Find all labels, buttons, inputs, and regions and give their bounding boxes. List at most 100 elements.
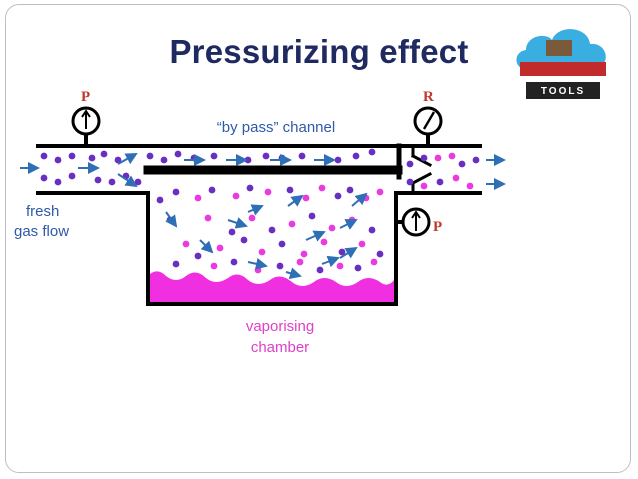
molecule-dot-icon [334,156,342,164]
molecule-dot-icon [436,178,444,186]
molecule-dot-icon [346,186,354,194]
channel-walls [36,143,482,306]
molecule-dot-icon [208,186,216,194]
molecule-dot-icon [286,186,294,194]
molecule-dot-icon [210,262,218,270]
molecule-dot-icon [420,154,428,162]
molecule-dot-icon [368,148,376,156]
pressure-gauge-icon-right-top [413,106,443,146]
molecule-dot-icon [88,154,96,162]
molecule-dot-icon [216,244,224,252]
flow-arrows [20,153,506,280]
molecule-dot-icon [458,160,466,168]
molecule-dot-icon [370,258,378,266]
molecule-dot-icon [354,264,362,272]
molecule-dot-icon [302,194,310,202]
molecule-dot-icon [248,214,256,222]
molecule-dot-icon [94,176,102,184]
pressure-gauge-icon-right-mid [396,207,431,237]
molecule-dot-icon [210,152,218,160]
gauge-label-left: P [81,89,90,105]
molecule-dot-icon [320,238,328,246]
molecule-dot-icon [448,152,456,160]
molecule-dot-icon [68,172,76,180]
molecule-dot-icon [134,178,142,186]
flow-arrow-icon [227,217,248,229]
flow-arrow-icon [247,204,264,216]
molecule-dot-icon [194,194,202,202]
molecule-dot-icon [336,262,344,270]
molecule-dot-icon [114,156,122,164]
molecule-dot-icon [156,196,164,204]
molecule-dot-icon [230,258,238,266]
molecule-dot-icon [420,182,428,190]
molecule-dot-icon [276,262,284,270]
vaporising-chamber-label-line2: chamber [251,339,309,356]
slide-title: Pressurizing effect [169,33,469,70]
liquid-anesthetic [150,271,394,302]
molecule-dot-icon [182,240,190,248]
molecule-dot-icon [466,182,474,190]
gas-molecules [40,148,480,274]
gauge-label-right-top: R [423,89,434,105]
logo-text: TOOLS [541,86,585,97]
molecule-dot-icon [334,192,342,200]
molecule-dot-icon [368,226,376,234]
flow-arrow-icon [165,211,178,228]
molecule-dot-icon [228,228,236,236]
molecule-dot-icon [328,224,336,232]
molecule-dot-icon [160,156,168,164]
molecule-dot-icon [232,192,240,200]
molecule-dot-icon [54,178,62,186]
fresh-gas-label-line1: fresh [26,203,59,220]
molecule-dot-icon [296,258,304,266]
molecule-dot-icon [40,152,48,160]
molecule-dot-icon [172,260,180,268]
molecule-dot-icon [262,152,270,160]
molecule-dot-icon [338,248,346,256]
flow-arrow-icon [339,219,358,230]
molecule-dot-icon [194,252,202,260]
molecule-dot-icon [246,184,254,192]
molecule-dot-icon [376,188,384,196]
flow-arrow-icon [285,267,302,280]
molecule-dot-icon [278,240,286,248]
molecule-dot-icon [406,160,414,168]
gauge-label-right-mid: P [433,219,442,235]
tools-logo: TOOLS [516,29,606,99]
molecule-dot-icon [352,152,360,160]
flow-arrow-icon [287,194,304,207]
bypass-channel-label: “by pass” channel [217,119,335,136]
toolbox-icon [546,40,572,56]
molecule-dot-icon [146,152,154,160]
flow-arrow-icon [305,230,326,242]
flow-arrow-icon [199,239,214,254]
flow-arrow-icon [351,192,368,207]
molecule-dot-icon [452,174,460,182]
molecule-dot-icon [264,188,272,196]
molecule-dot-icon [258,248,266,256]
molecule-dot-icon [308,212,316,220]
molecule-dot-icon [406,178,414,186]
molecule-dot-icon [68,152,76,160]
molecule-dot-icon [268,226,276,234]
flow-arrow-icon [117,153,138,165]
molecule-dot-icon [40,174,48,182]
molecule-dot-icon [298,152,306,160]
molecule-dot-icon [172,188,180,196]
molecule-dot-icon [174,150,182,158]
molecule-dot-icon [240,236,248,244]
molecule-dot-icon [108,178,116,186]
molecule-dot-icon [254,266,262,274]
molecule-dot-icon [100,150,108,158]
molecule-dot-icon [376,250,384,258]
molecule-dot-icon [300,250,308,258]
molecule-dot-icon [434,154,442,162]
molecule-dot-icon [472,156,480,164]
molecule-dot-icon [54,156,62,164]
flow-arrow-icon [117,173,138,188]
molecule-dot-icon [316,266,324,274]
molecule-dot-icon [358,240,366,248]
pressure-gauge-icon-left [71,106,101,146]
